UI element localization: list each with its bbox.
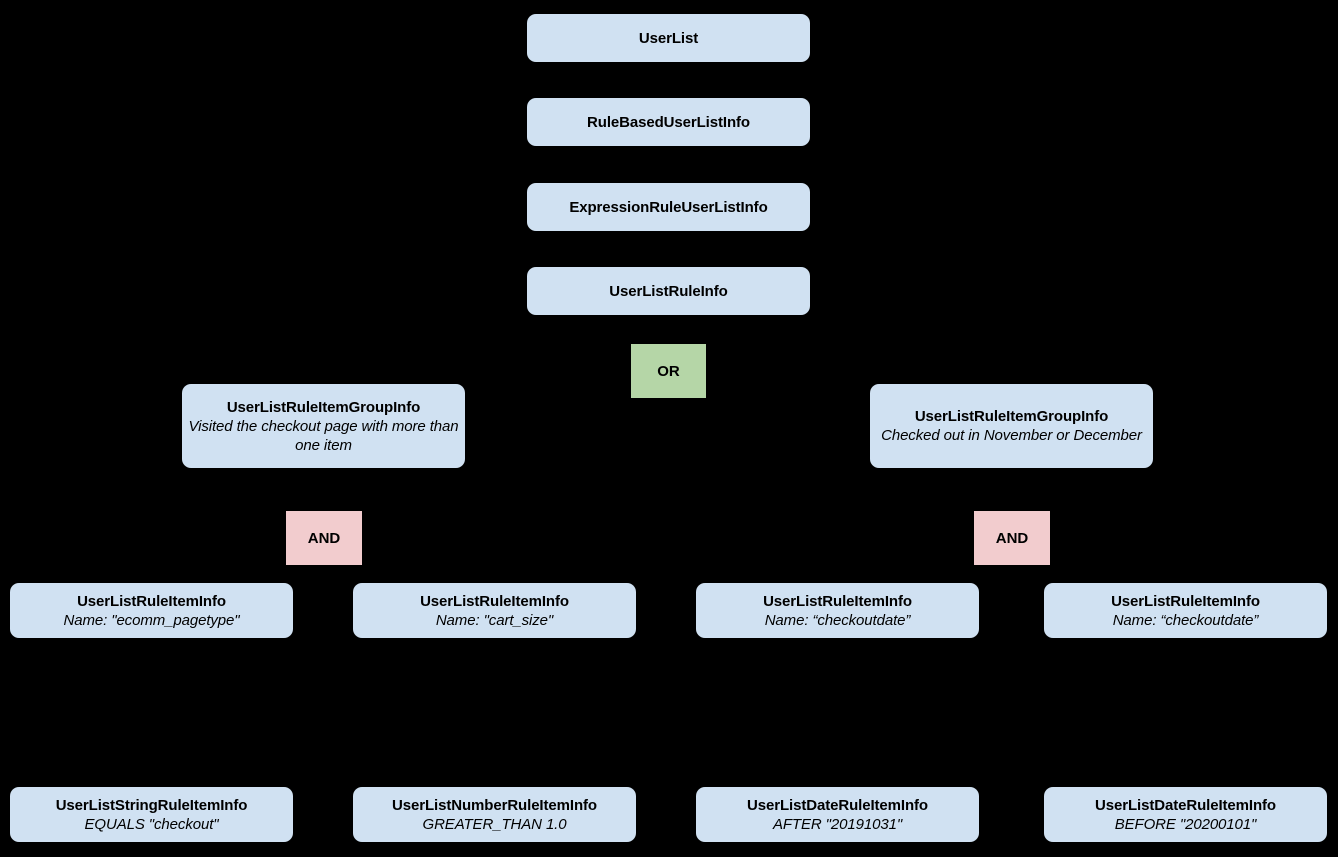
operator-label: OR xyxy=(657,362,680,380)
node-and-operator-left[interactable]: AND xyxy=(286,511,362,565)
node-subtitle: GREATER_THAN 1.0 xyxy=(422,815,567,833)
node-title: UserListRuleItemGroupInfo xyxy=(914,408,1109,425)
node-subtitle: Visited the checkout page with more than… xyxy=(188,417,459,454)
edge-group-info-right-to-rule-item-info-4 xyxy=(1010,467,1187,584)
node-subtitle: Name: "cart_size" xyxy=(435,611,554,629)
node-subtitle: AFTER "20191031" xyxy=(772,815,903,833)
node-title: UserListRuleItemGroupInfo xyxy=(226,398,421,416)
node-title: UserListDateRuleItemInfo xyxy=(747,796,928,814)
node-title: ExpressionRuleUserListInfo xyxy=(569,198,768,216)
node-user-list-rule-info[interactable]: UserListRuleInfo xyxy=(527,267,810,315)
node-title: UserListDateRuleItemInfo xyxy=(1095,796,1276,814)
node-title: UserListRuleItemInfo xyxy=(420,592,569,610)
node-title: RuleBasedUserListInfo xyxy=(587,113,750,131)
node-title: UserList xyxy=(638,29,699,47)
node-subtitle: Checked out in November or December xyxy=(881,427,1142,444)
node-title: UserListRuleItemInfo xyxy=(763,592,912,610)
node-user-list[interactable]: UserList xyxy=(527,14,810,62)
node-subtitle: Name: “checkoutdate” xyxy=(764,611,911,629)
node-title: UserListNumberRuleItemInfo xyxy=(392,796,597,814)
edge-group-info-left-to-rule-item-info-1 xyxy=(150,467,325,584)
node-subtitle: Name: "ecomm_pagetype" xyxy=(63,611,240,629)
node-rule-based-user-list-info[interactable]: RuleBasedUserListInfo xyxy=(527,98,810,146)
operator-label: AND xyxy=(995,529,1029,547)
node-title: UserListRuleInfo xyxy=(609,282,728,300)
node-title: UserListRuleItemInfo xyxy=(77,592,226,610)
node-or-operator[interactable]: OR xyxy=(631,344,706,398)
edge-user-list-rule-info-to-group-info-right xyxy=(667,314,1013,385)
node-title: UserListStringRuleItemInfo xyxy=(55,796,248,814)
operator-label: AND xyxy=(307,529,341,547)
edge-group-info-left-to-rule-item-info-2 xyxy=(322,467,496,584)
node-title: UserListRuleItemInfo xyxy=(1111,592,1260,610)
edge-user-list-rule-info-to-group-info-left xyxy=(322,314,670,385)
node-expression-rule-user-list-info[interactable]: ExpressionRuleUserListInfo xyxy=(527,183,810,231)
edge-group-info-right-to-rule-item-info-3 xyxy=(836,467,1013,584)
node-subtitle: BEFORE "20200101" xyxy=(1114,815,1257,833)
node-subtitle: EQUALS "checkout" xyxy=(84,815,219,833)
node-subtitle: Name: “checkoutdate” xyxy=(1112,611,1259,629)
node-and-operator-right[interactable]: AND xyxy=(974,511,1050,565)
